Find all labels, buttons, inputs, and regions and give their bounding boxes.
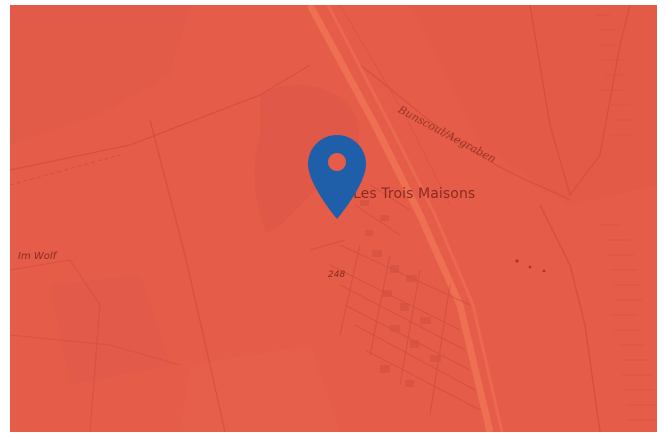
map-tiles xyxy=(10,5,657,432)
area-label: Im Wolf xyxy=(18,251,57,262)
map-view[interactable]: Bunscoul/Aegraben Les Trois Maisons Im W… xyxy=(10,5,657,432)
place-label: Les Trois Maisons xyxy=(353,186,476,202)
map-pin-icon[interactable] xyxy=(306,133,368,221)
elevation-label: 248 xyxy=(328,270,346,280)
